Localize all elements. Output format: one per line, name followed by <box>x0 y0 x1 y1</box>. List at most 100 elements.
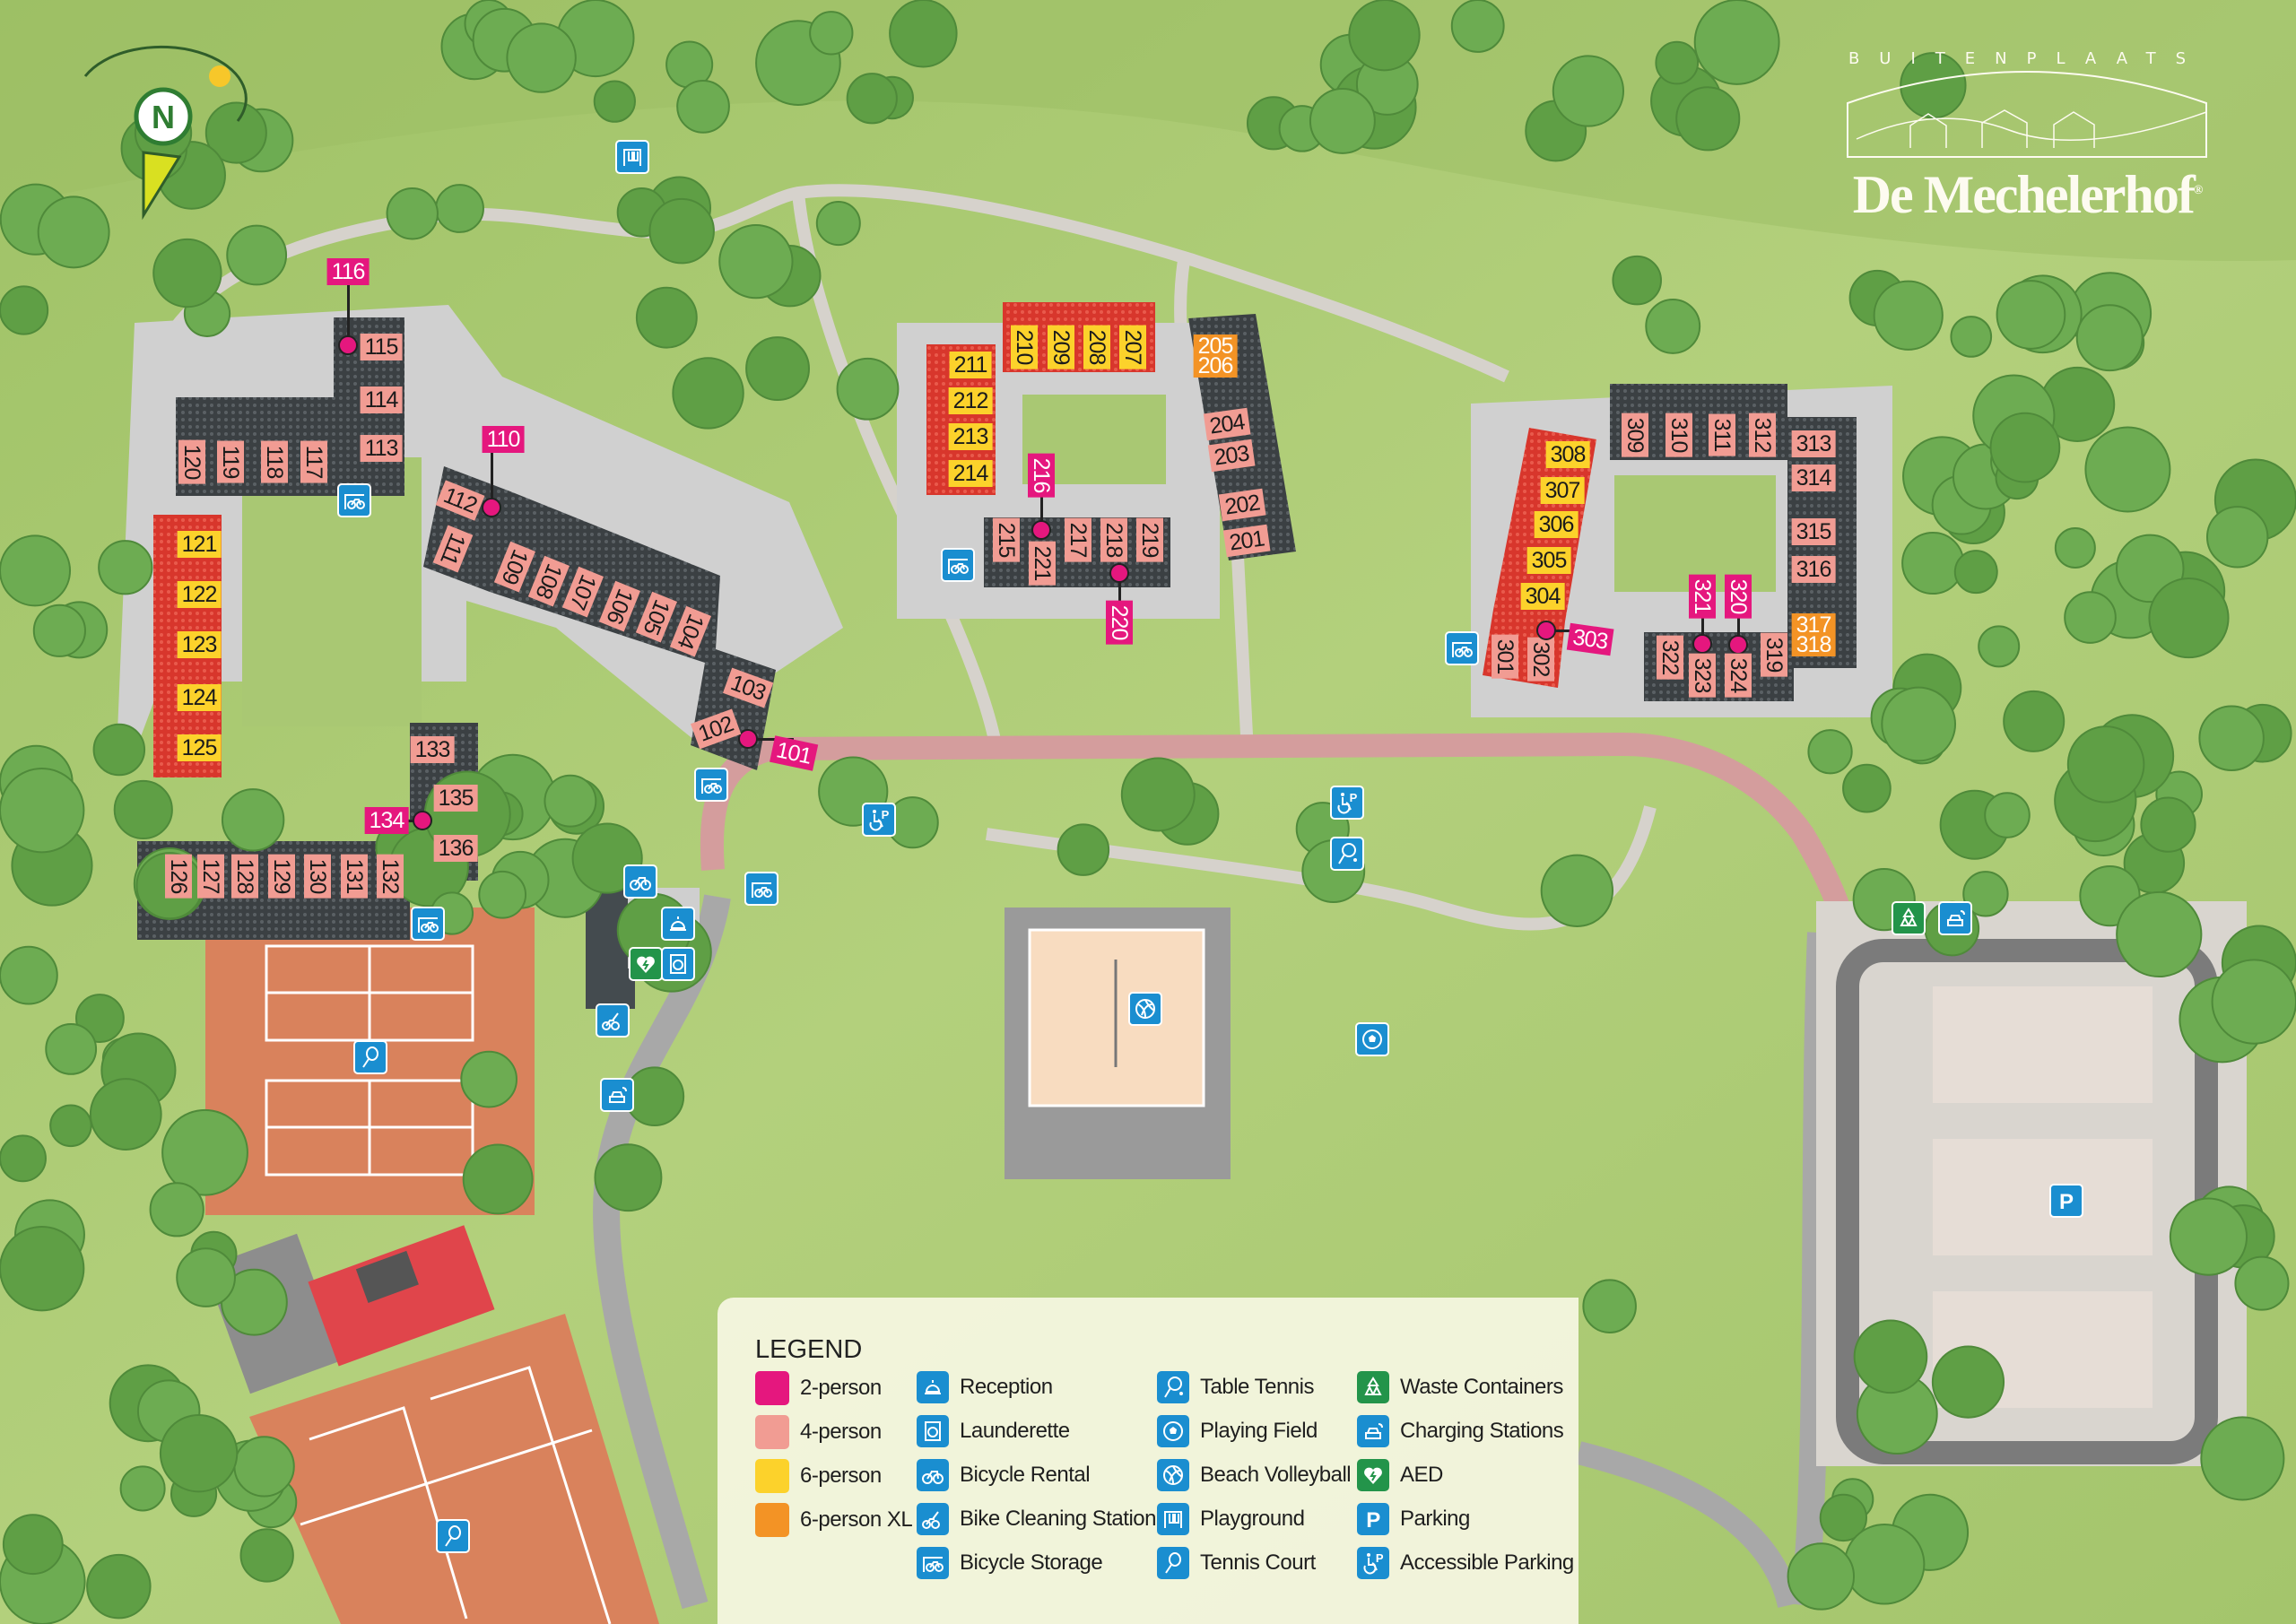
unit-120[interactable]: 120 <box>178 439 205 484</box>
unit-214[interactable]: 214 <box>948 460 993 487</box>
bicycle-storage-icon[interactable] <box>337 483 371 517</box>
unit-201[interactable]: 201 <box>1222 524 1271 558</box>
unit-102[interactable]: 102 <box>690 708 742 750</box>
unit-301[interactable]: 301 <box>1492 634 1518 679</box>
tennis-icon[interactable] <box>353 1040 387 1074</box>
beach-volleyball-icon[interactable] <box>1128 992 1162 1026</box>
waste-icon[interactable] <box>1892 901 1926 935</box>
unit-305[interactable]: 305 <box>1526 547 1571 574</box>
unit-304[interactable]: 304 <box>1520 583 1565 610</box>
unit-101[interactable]: 101 <box>770 735 818 771</box>
unit-313[interactable]: 313 <box>1791 430 1836 457</box>
unit-121[interactable]: 121 <box>177 531 222 558</box>
unit-131[interactable]: 131 <box>341 854 368 899</box>
unit-302[interactable]: 302 <box>1527 637 1554 682</box>
unit-133[interactable]: 133 <box>410 736 455 763</box>
bicycle-storage-icon[interactable] <box>941 548 975 582</box>
unit-210[interactable]: 210 <box>1011 325 1038 369</box>
unit-207[interactable]: 207 <box>1119 325 1146 369</box>
unit-303[interactable]: 303 <box>1566 622 1614 656</box>
unit-205-206[interactable]: 205 206 <box>1193 334 1238 378</box>
bicycle-storage-icon[interactable] <box>411 907 445 941</box>
unit-105[interactable]: 105 <box>635 591 678 643</box>
unit-119[interactable]: 119 <box>217 440 244 483</box>
bicycle-storage-icon[interactable] <box>1445 631 1479 665</box>
unit-215[interactable]: 215 <box>993 517 1020 562</box>
table-tennis-icon[interactable] <box>1330 837 1364 871</box>
unit-211[interactable]: 211 <box>949 352 992 378</box>
unit-104[interactable]: 104 <box>669 605 712 657</box>
tennis-icon[interactable] <box>436 1519 470 1553</box>
unit-322[interactable]: 322 <box>1657 635 1683 680</box>
unit-216[interactable]: 216 <box>1028 453 1055 498</box>
unit-221[interactable]: 221 <box>1029 541 1056 586</box>
unit-125[interactable]: 125 <box>177 734 222 761</box>
playground-icon[interactable] <box>615 140 649 174</box>
unit-110[interactable]: 110 <box>482 426 525 453</box>
aed-icon[interactable] <box>629 947 663 981</box>
unit-319[interactable]: 319 <box>1761 632 1787 677</box>
unit-109[interactable]: 109 <box>493 541 536 593</box>
unit-323[interactable]: 323 <box>1689 653 1716 698</box>
reception-icon[interactable] <box>661 907 695 941</box>
unit-117[interactable]: 117 <box>300 440 327 483</box>
unit-213[interactable]: 213 <box>948 423 993 450</box>
unit-134[interactable]: 134 <box>364 807 409 834</box>
unit-209[interactable]: 209 <box>1048 325 1074 369</box>
unit-204[interactable]: 204 <box>1203 407 1251 441</box>
unit-127[interactable]: 127 <box>197 854 224 899</box>
unit-202[interactable]: 202 <box>1218 488 1266 522</box>
unit-136[interactable]: 136 <box>433 835 478 862</box>
unit-316[interactable]: 316 <box>1791 556 1836 583</box>
unit-111[interactable]: 111 <box>432 525 474 573</box>
unit-112[interactable]: 112 <box>435 480 485 521</box>
unit-124[interactable]: 124 <box>177 684 222 711</box>
unit-220[interactable]: 220 <box>1106 600 1133 645</box>
unit-217[interactable]: 217 <box>1065 517 1091 562</box>
unit-135[interactable]: 135 <box>433 785 478 812</box>
playing-field-icon[interactable] <box>1355 1022 1389 1056</box>
unit-320[interactable]: 320 <box>1725 574 1752 619</box>
unit-307[interactable]: 307 <box>1540 477 1585 504</box>
unit-306[interactable]: 306 <box>1534 511 1578 538</box>
bicycle-rental-icon[interactable] <box>623 864 657 899</box>
unit-126[interactable]: 126 <box>165 854 192 899</box>
bicycle-storage-icon[interactable] <box>744 872 778 906</box>
unit-108[interactable]: 108 <box>527 555 570 607</box>
unit-219[interactable]: 219 <box>1136 517 1163 562</box>
unit-324[interactable]: 324 <box>1725 653 1752 698</box>
unit-312[interactable]: 312 <box>1749 413 1776 457</box>
unit-118[interactable]: 118 <box>261 440 288 483</box>
unit-310[interactable]: 310 <box>1665 413 1692 457</box>
unit-116[interactable]: 116 <box>326 258 370 285</box>
unit-218[interactable]: 218 <box>1100 517 1127 562</box>
unit-114[interactable]: 114 <box>360 386 403 413</box>
unit-107[interactable]: 107 <box>561 566 604 618</box>
unit-113[interactable]: 113 <box>360 435 403 462</box>
unit-203[interactable]: 203 <box>1207 439 1256 473</box>
charging-icon[interactable] <box>600 1078 634 1112</box>
unit-130[interactable]: 130 <box>304 854 331 899</box>
unit-308[interactable]: 308 <box>1545 441 1590 468</box>
accessible-parking-icon[interactable]: P <box>862 803 896 837</box>
unit-128[interactable]: 128 <box>231 854 258 899</box>
unit-122[interactable]: 122 <box>177 581 222 608</box>
unit-317-318[interactable]: 317 318 <box>1791 613 1836 656</box>
unit-314[interactable]: 314 <box>1791 465 1836 491</box>
parking-icon[interactable]: P <box>2049 1184 2083 1218</box>
unit-115[interactable]: 115 <box>360 334 403 360</box>
unit-208[interactable]: 208 <box>1083 325 1110 369</box>
unit-103[interactable]: 103 <box>722 667 774 708</box>
unit-106[interactable]: 106 <box>598 580 641 632</box>
unit-212[interactable]: 212 <box>948 387 993 414</box>
unit-309[interactable]: 309 <box>1622 413 1648 457</box>
charging-icon[interactable] <box>1938 901 1972 935</box>
launderette-icon[interactable] <box>661 947 695 981</box>
accessible-parking-icon[interactable]: P <box>1330 786 1364 820</box>
unit-321[interactable]: 321 <box>1689 574 1716 619</box>
unit-132[interactable]: 132 <box>377 854 404 899</box>
unit-123[interactable]: 123 <box>177 631 222 658</box>
unit-129[interactable]: 129 <box>268 854 295 899</box>
unit-315[interactable]: 315 <box>1791 518 1836 545</box>
bicycle-storage-icon[interactable] <box>694 768 728 802</box>
